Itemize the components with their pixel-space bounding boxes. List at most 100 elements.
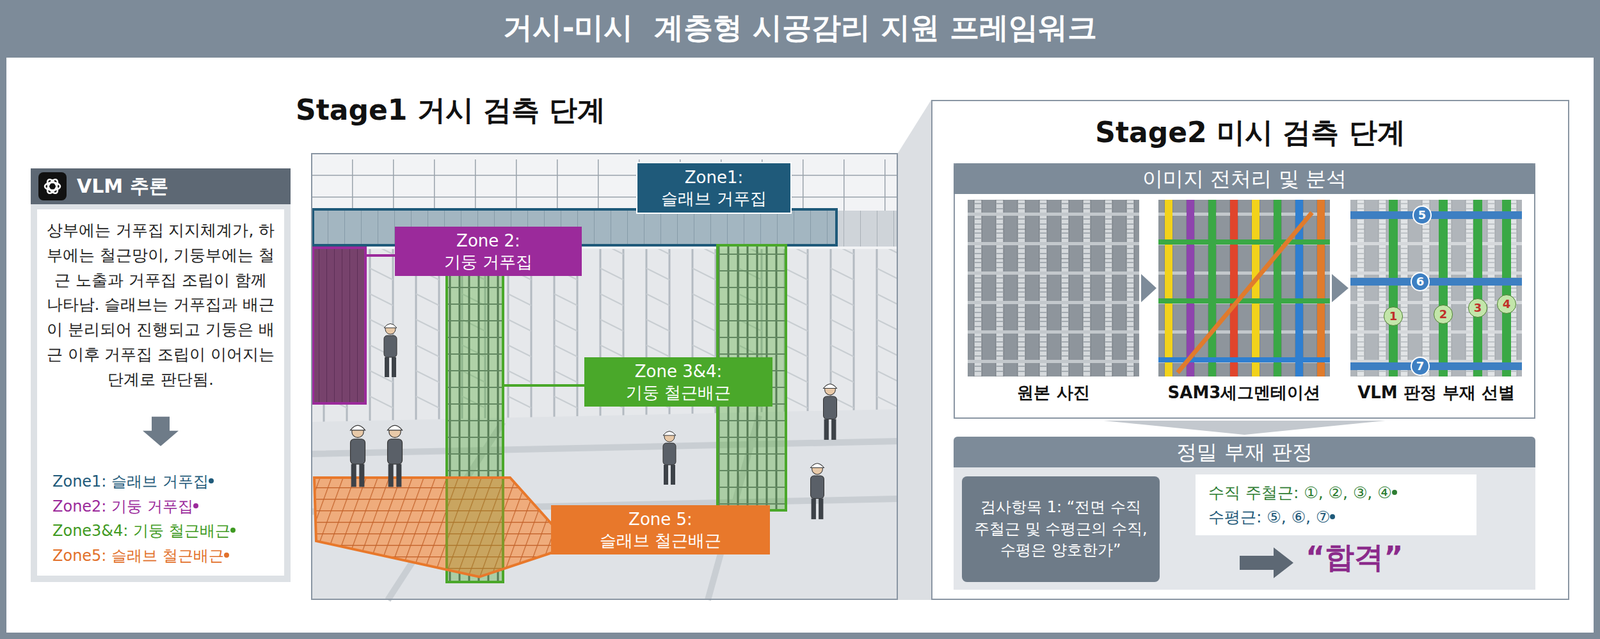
callout-number: 3: [1468, 298, 1488, 318]
image-panel-text: 원본 사진: [967, 381, 1140, 404]
zone-outline: [312, 247, 366, 404]
zone-label: Zone 3&4:기둥 철근배근: [584, 357, 773, 407]
selected-members-image: [1350, 277, 1522, 286]
zoom-funnel: [897, 99, 932, 600]
reasoning-panel-text: Zone1: 슬래브 거푸집: [30, 469, 291, 494]
selected-members-image: [1438, 199, 1448, 377]
callout-number: 5: [1412, 205, 1432, 225]
zone-label: Zone 2:기둥 거푸집: [394, 226, 582, 276]
callout-number: 6: [1410, 272, 1430, 292]
openai-logo: [38, 172, 67, 201]
label-anchor: 6: [1410, 272, 1430, 292]
reasoning-panel-ground: [30, 168, 291, 205]
zone-outline: [314, 477, 572, 577]
micro-stage-panel-text: Stage2 미시 검측 단계: [931, 113, 1570, 152]
segmentation-image: [1158, 298, 1330, 304]
macro-stage-frame: Stage1 거시 검측 단계Zone1:슬래브 거푸집Zone 2:기둥 거푸…: [311, 152, 898, 600]
segmentation-image: [1158, 199, 1330, 377]
member-list-box: 수직 주철근: ①, ②, ③, ④수평근: ⑤, ⑥, ⑦: [1195, 474, 1477, 536]
segmentation-image: [1273, 199, 1282, 377]
zone-label-text: 슬래브 철근배근: [599, 529, 722, 552]
selected-members-image: [1350, 362, 1522, 370]
segmentation-image: [1208, 199, 1216, 377]
original-photo: [967, 199, 1140, 377]
site-illustration: [314, 477, 572, 577]
site-illustration: [311, 159, 898, 211]
reasoning-panel-text: Zone5: 슬래브 철근배근: [30, 543, 291, 568]
site-illustration: [314, 477, 572, 577]
zone-label: Zone1:슬래브 거푸집: [637, 163, 791, 213]
segmentation-image: [1317, 199, 1325, 377]
zone-label: Zone 5:슬래브 철근배근: [551, 504, 770, 555]
worker-figure: [663, 431, 676, 486]
label-anchor: “합격”: [1305, 537, 1403, 578]
judgement-section-text: 정밀 부재 판정: [953, 436, 1536, 468]
worker-figure: [350, 424, 366, 487]
reasoning-panel-ground: [30, 168, 291, 582]
bullet: [208, 478, 214, 484]
bullet: [193, 503, 199, 509]
reasoning-panel-text: 상부에는 거푸집 지지체계가, 하부에는 철근망이, 기둥부에는 철근 노출과 …: [46, 218, 276, 392]
site-illustration: [311, 152, 898, 600]
site-illustration: [311, 152, 898, 600]
reasoning-panel-ground: [37, 209, 285, 576]
down-arrow: [142, 416, 179, 447]
callout-number: 2: [1433, 304, 1453, 324]
original-photo: [967, 199, 1140, 377]
selected-members-image: [1473, 199, 1483, 377]
leader-line: [365, 254, 395, 257]
site-illustration: [311, 408, 898, 600]
site-illustration: [311, 415, 898, 600]
reasoning-panel-text: VLM 추론: [30, 168, 291, 205]
page-title: 거시-미시 계층형 시공감리 지원 프레임워크: [503, 8, 1097, 48]
callout-number: 4: [1496, 294, 1517, 314]
site-illustration: [312, 247, 366, 404]
inspection-item-box: 검사항목 1: “전면 수직 주철근 및 수평근의 수직, 수평은 양호한가”: [961, 476, 1160, 582]
flow-arrow: [1141, 273, 1157, 303]
reasoning-panel-text: Zone2: 기둥 거푸집: [30, 494, 291, 519]
bullet: [1329, 513, 1336, 520]
label-anchor: 7: [1410, 356, 1430, 376]
flow-arrow: [1331, 273, 1349, 303]
zone-label-text: Zone 2:: [456, 230, 521, 252]
down-arrow: [142, 416, 179, 447]
openai-logo: [45, 177, 60, 196]
inspection-item-box-text: 검사항목 1: “전면 수직 주철근 및 수평근의 수직, 수평은 양호한가”: [972, 496, 1150, 562]
segmentation-image: [1251, 199, 1260, 377]
image-panel: SAM3세그멘테이션: [1158, 199, 1330, 411]
zone-label-text: 기둥 거푸집: [444, 251, 533, 273]
image-panel-text: VLM 판정 부재 선별: [1350, 381, 1522, 404]
zone-label-text: Zone1:: [684, 167, 744, 189]
member-list-box-text: 수직 주철근: ①, ②, ③, ④: [1208, 480, 1464, 505]
preprocess-section: 이미지 전처리 및 분석원본 사진SAM3세그멘테이션VLM 판정 부재 선별: [953, 163, 1536, 419]
segmentation-image: [1158, 239, 1330, 245]
callout-number: 7: [1410, 356, 1430, 376]
selected-members-image: [1350, 199, 1522, 377]
image-panel: 원본 사진: [967, 199, 1140, 411]
label-anchor: 5: [1412, 205, 1432, 225]
segmentation-image: [1177, 212, 1312, 373]
member-list-box-text: 수평근: ⑤, ⑥, ⑦: [1208, 504, 1464, 530]
selected-members-image: [1388, 199, 1398, 377]
worker-figure: [387, 424, 403, 487]
zone-outline: [312, 209, 837, 582]
worker-figure: [350, 323, 838, 520]
result-arrow: [1239, 547, 1294, 578]
openai-logo: [38, 172, 67, 201]
reasoning-panel: VLM 추론상부에는 거푸집 지지체계가, 하부에는 철근망이, 기둥부에는 철…: [30, 168, 291, 582]
flow-arrow: [1104, 420, 1386, 435]
judgement-section: 정밀 부재 판정검사항목 1: “전면 수직 주철근 및 수평근의 수직, 수평…: [953, 436, 1536, 590]
selected-members-image: [1502, 199, 1512, 377]
selected-members-image: [1350, 199, 1522, 377]
segmentation-image: [1164, 199, 1173, 377]
image-panel: VLM 판정 부재 선별: [1350, 199, 1522, 411]
reasoning-panel-ground: [30, 168, 291, 582]
verdict-text: “합격”: [1305, 537, 1403, 578]
zone-label-text: 기둥 철근배근: [625, 382, 731, 404]
segmentation-image: [1158, 199, 1330, 377]
selected-members-image: [1350, 211, 1522, 219]
title-bar: 거시-미시 계층형 시공감리 지원 프레임워크: [0, 0, 1600, 57]
zone-label-text: Zone 3&4:: [634, 360, 723, 383]
label-anchor: 1: [1383, 306, 1403, 326]
